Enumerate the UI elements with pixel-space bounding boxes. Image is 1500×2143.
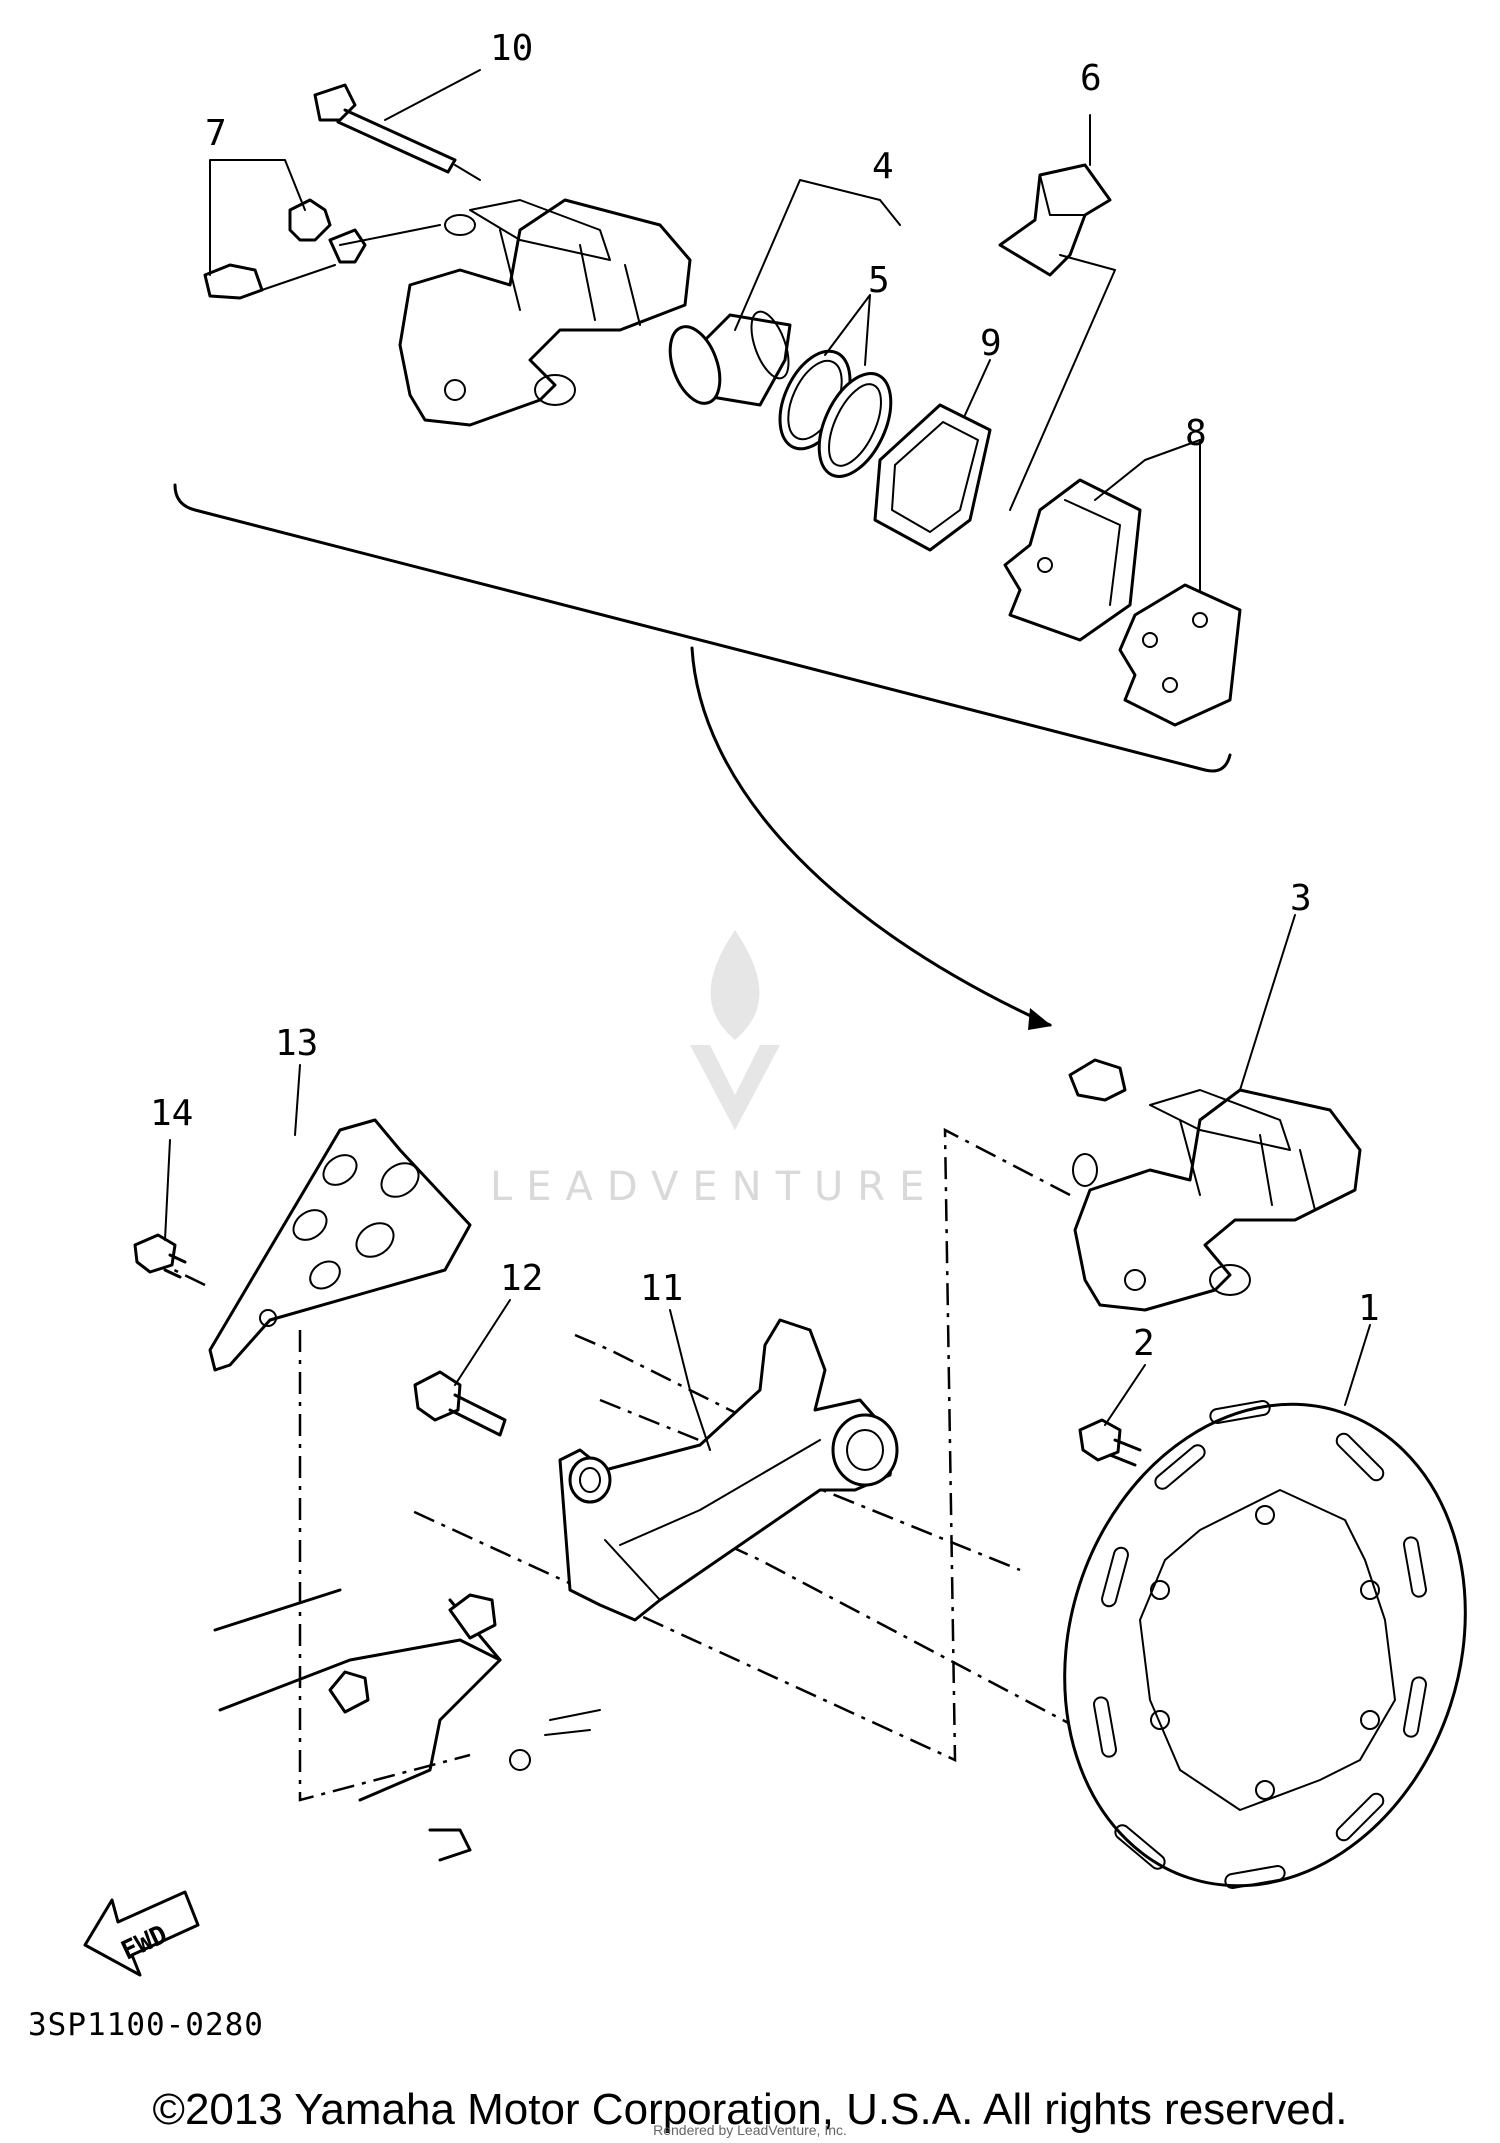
slide-pin-bolt — [313, 83, 481, 181]
drawing-number: 3SP1100-0280 — [28, 2007, 264, 2043]
watermark-text: LEADVENTURE — [490, 1164, 938, 1210]
fwd-arrow: FWD — [83, 1890, 200, 1977]
disc-bolt — [1078, 1418, 1142, 1467]
caliper-body-exploded — [398, 198, 692, 427]
callout-8: 8 — [1185, 413, 1207, 454]
callout-6: 6 — [1080, 58, 1102, 99]
rendered-by-credit: Rendered by LeadVenture, Inc. — [653, 2122, 847, 2138]
callout-3: 3 — [1290, 878, 1312, 919]
caliper-guard — [208, 1118, 472, 1372]
callout-leaders — [164, 69, 1371, 1451]
callout-11: 11 — [640, 1268, 683, 1309]
leadventure-watermark: LEADVENTURE — [490, 930, 938, 1210]
caliper-bracket-bolt — [413, 1370, 507, 1437]
brake-pad-kit — [1003, 478, 1242, 727]
callout-4: 4 — [872, 146, 894, 187]
arrow-head — [1028, 1008, 1052, 1030]
piston-seal-kit — [778, 349, 893, 478]
callout-13: 13 — [275, 1023, 318, 1064]
guard-bolt — [133, 1233, 187, 1279]
callout-5: 5 — [868, 260, 890, 301]
caliper-piston — [668, 310, 792, 407]
bleed-screw-set — [203, 198, 441, 300]
caliper-bracket — [558, 1318, 899, 1622]
copyright-notice: ©2013 Yamaha Motor Corporation, U.S.A. A… — [152, 2085, 1348, 2134]
brake-disc — [1063, 1400, 1467, 1889]
callout-10: 10 — [490, 28, 533, 69]
assembly-arrow — [690, 646, 1052, 1027]
group-bracket — [173, 483, 1232, 773]
leader-6-8 — [1009, 254, 1116, 511]
callout-labels: 1 2 3 4 5 6 7 8 9 10 11 12 13 14 — [150, 28, 1380, 1364]
caliper-seal — [873, 403, 992, 552]
caliper-assembly — [1068, 1058, 1362, 1312]
callout-14: 14 — [150, 1093, 193, 1134]
callout-1: 1 — [1358, 1288, 1380, 1329]
pad-support — [998, 163, 1112, 277]
callout-7: 7 — [205, 113, 227, 154]
callout-2: 2 — [1133, 1323, 1155, 1364]
swingarm-section — [213, 1588, 601, 1862]
callout-9: 9 — [980, 323, 1002, 364]
callout-12: 12 — [500, 1258, 543, 1299]
